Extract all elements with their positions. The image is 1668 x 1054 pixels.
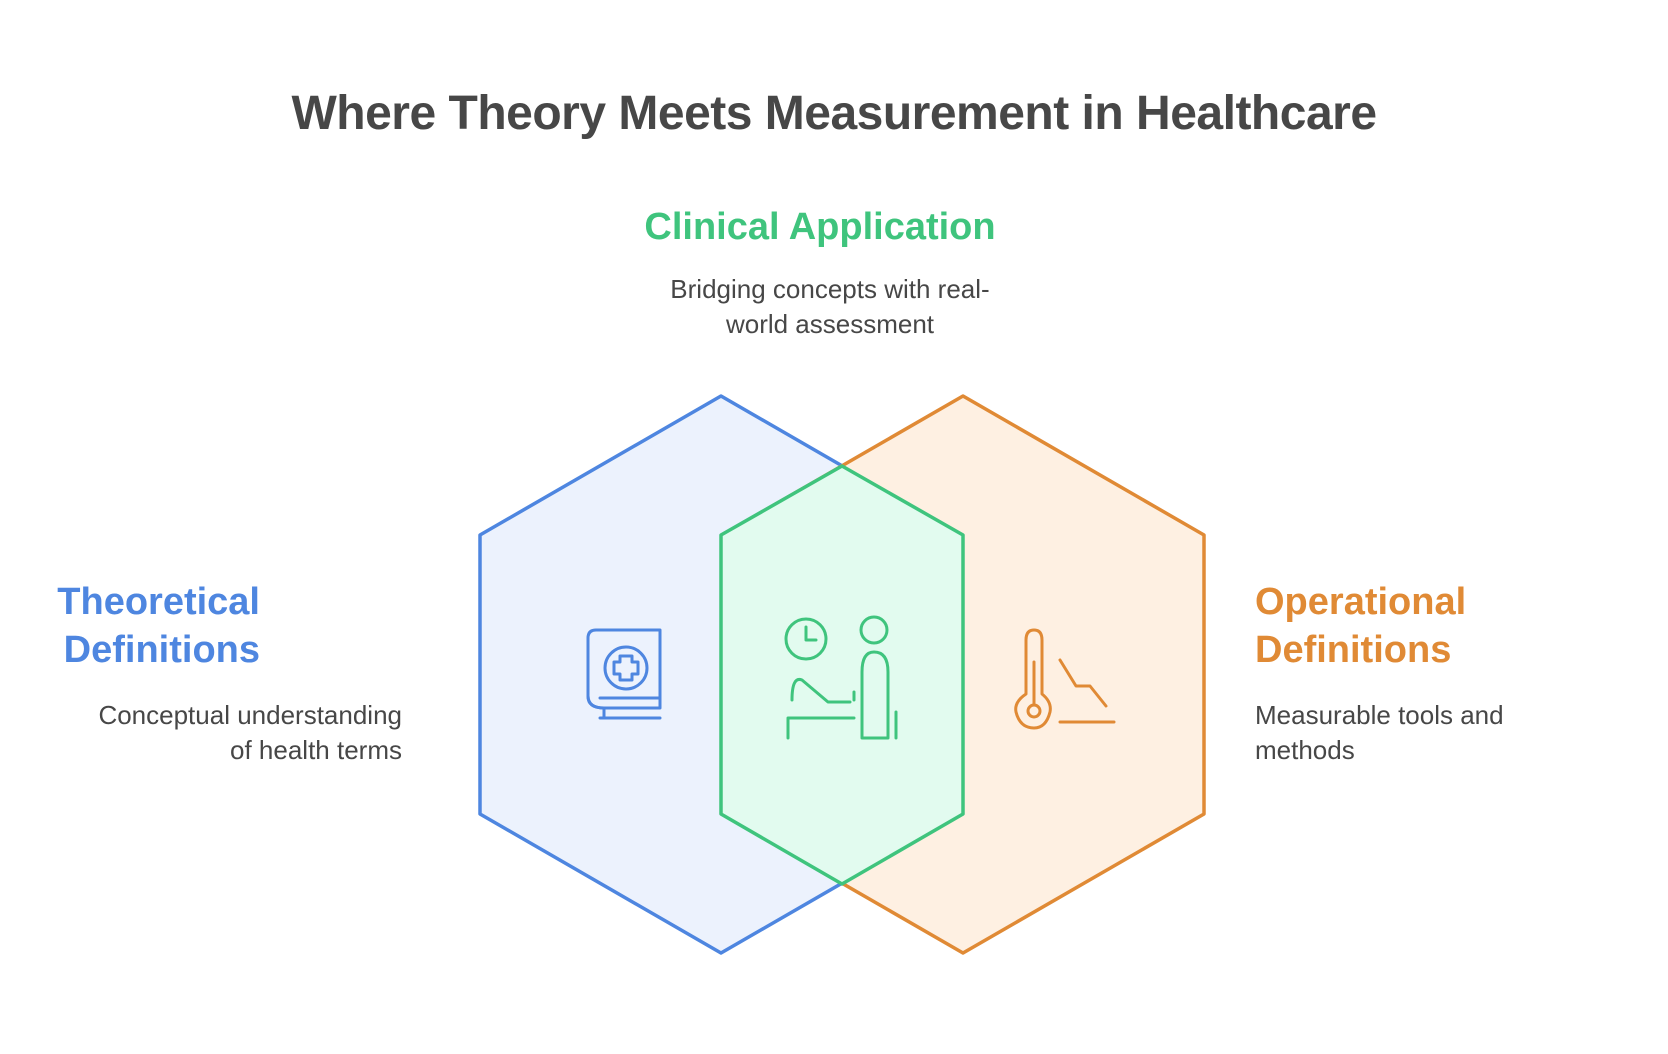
operational-description-line-2: methods	[1255, 735, 1355, 765]
thermometer-chart-icon	[1014, 628, 1116, 730]
operational-description-line-1: Measurable tools and	[1255, 700, 1504, 730]
operational-definitions-description: Measurable tools and methods	[1255, 698, 1585, 768]
operational-heading-line-1: Operational	[1255, 581, 1467, 623]
theoretical-description-line-2: of health terms	[230, 735, 402, 765]
clinical-application-description: Bridging concepts with real- world asses…	[600, 272, 1060, 342]
medical-book-icon	[586, 628, 662, 720]
theoretical-heading-line-1: Theoretical	[57, 581, 260, 623]
clinician-patient-icon	[784, 615, 898, 740]
page-title: Where Theory Meets Measurement in Health…	[291, 87, 1377, 140]
clinical-description-line-1: Bridging concepts with real-	[670, 274, 990, 304]
clinical-intersection-hexagon	[719, 464, 965, 886]
theoretical-heading-line-2: Definitions	[63, 629, 260, 671]
theoretical-description-line-1: Conceptual understanding	[98, 700, 402, 730]
theoretical-definitions-heading: Theoretical Definitions	[20, 578, 260, 674]
theoretical-definitions-description: Conceptual understanding of health terms	[20, 698, 402, 768]
operational-definitions-heading: Operational Definitions	[1255, 578, 1555, 674]
clinical-application-heading: Clinical Application	[644, 206, 996, 248]
operational-heading-line-2: Definitions	[1255, 629, 1452, 671]
clinical-description-line-2: world assessment	[725, 309, 935, 339]
